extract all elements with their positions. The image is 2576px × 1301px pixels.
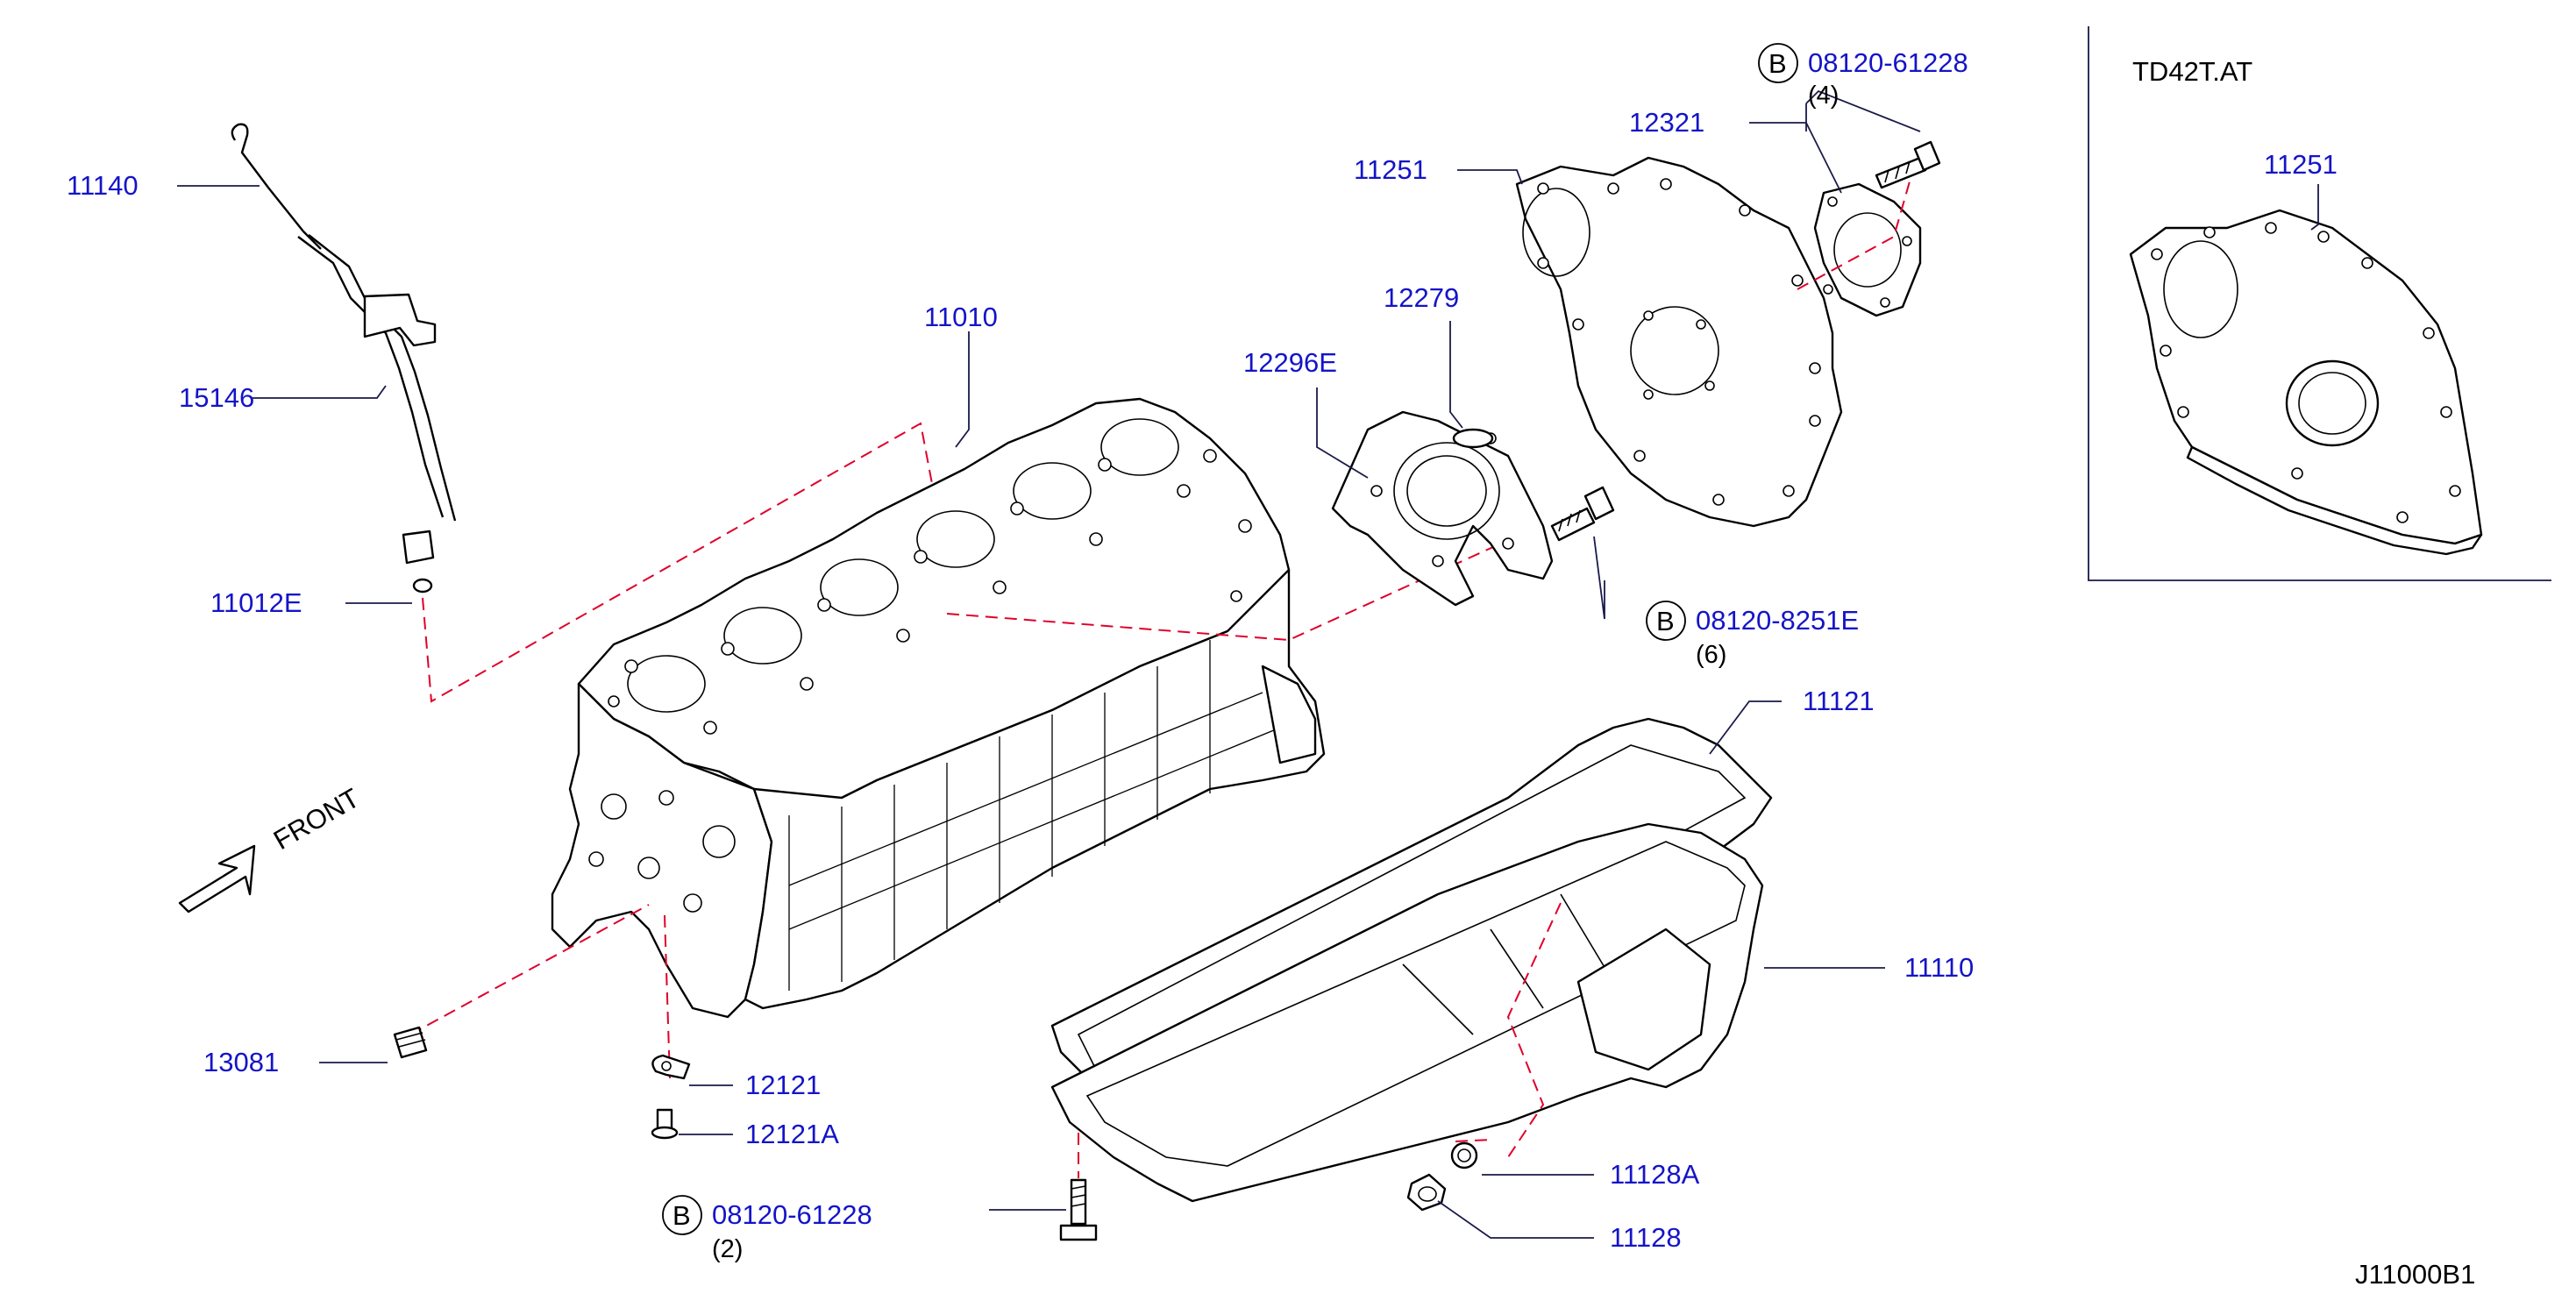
rear-plate[interactable] xyxy=(1515,156,1843,528)
callout-11010[interactable]: 11010 xyxy=(924,302,998,332)
front-arrow-icon xyxy=(178,844,256,914)
retainer-bolt[interactable] xyxy=(1550,486,1615,542)
dipstick-assembly[interactable] xyxy=(231,123,457,594)
plate-bolt-qty: (4) xyxy=(1808,82,1839,110)
callout-11140[interactable]: 11140 xyxy=(67,170,139,201)
callout-11110[interactable]: 11110 xyxy=(1904,952,1974,983)
callout-11128[interactable]: 11128 xyxy=(1610,1222,1682,1253)
oil-pan[interactable] xyxy=(1050,822,1764,1203)
clip[interactable] xyxy=(651,1054,691,1080)
callout-plate-bolt[interactable]: 08120-61228 xyxy=(1808,47,1968,78)
drain-plug[interactable] xyxy=(1406,1173,1447,1212)
callout-pan-bolt[interactable]: 08120-61228 xyxy=(712,1199,872,1230)
bolt-symbol: B xyxy=(672,1200,691,1231)
rear-oil-seal[interactable] xyxy=(1452,428,1494,449)
callout-12321[interactable]: 12321 xyxy=(1629,107,1704,138)
rear-seal-retainer[interactable] xyxy=(1331,410,1554,607)
callout-12121[interactable]: 12121 xyxy=(745,1070,821,1100)
inset-title: TD42T.AT xyxy=(2132,56,2252,87)
callout-12121A[interactable]: 12121A xyxy=(745,1119,839,1149)
bolt-symbol-icon xyxy=(1646,601,1686,641)
plate-bolt[interactable] xyxy=(1875,140,1941,189)
pan-bolt-qty: (2) xyxy=(712,1235,743,1263)
callout-11121[interactable]: 11121 xyxy=(1803,686,1875,716)
callout-11128A[interactable]: 11128A xyxy=(1610,1159,1700,1190)
drain-washer[interactable] xyxy=(1450,1141,1478,1169)
rear-plate-seal[interactable] xyxy=(1813,182,1922,317)
callout-retainer-bolt[interactable]: 08120-8251E xyxy=(1696,605,1859,636)
inset-rear-plate[interactable] xyxy=(2129,209,2483,556)
block-ribs xyxy=(788,640,1281,991)
bolt-symbol: B xyxy=(1768,48,1787,79)
callout-inset-11251[interactable]: 11251 xyxy=(2264,149,2338,180)
callout-12279[interactable]: 12279 xyxy=(1384,282,1459,313)
callout-13081[interactable]: 13081 xyxy=(203,1047,279,1077)
bolt-symbol-icon xyxy=(662,1195,702,1235)
plate-bolt-callout[interactable]: B 08120-61228 (4) xyxy=(1758,43,1968,110)
callout-11251[interactable]: 11251 xyxy=(1354,154,1427,185)
deck-holes xyxy=(608,449,1252,735)
callout-11012E[interactable]: 11012E xyxy=(210,587,302,618)
block-drain-plug[interactable] xyxy=(393,1026,428,1059)
inset-box xyxy=(2088,26,2551,581)
front-label: FRONT xyxy=(268,782,365,856)
bolt-symbol: B xyxy=(1656,606,1675,636)
retainer-bolt-callout[interactable]: B 08120-8251E (6) xyxy=(1646,601,1859,669)
callout-15146[interactable]: 15146 xyxy=(179,382,254,413)
leader-lines xyxy=(177,89,2319,1239)
pan-bolt-callout[interactable]: B 08120-61228 (2) xyxy=(662,1195,872,1263)
clip-bolt[interactable] xyxy=(651,1108,679,1140)
pan-bolt[interactable] xyxy=(1059,1178,1098,1241)
figure-code: J11000B1 xyxy=(2355,1259,2475,1290)
retainer-bolt-qty: (6) xyxy=(1696,641,1726,669)
bolt-symbol-icon xyxy=(1758,43,1798,83)
cylinder-block[interactable] xyxy=(551,397,1326,1019)
callout-12296E[interactable]: 12296E xyxy=(1243,347,1337,378)
